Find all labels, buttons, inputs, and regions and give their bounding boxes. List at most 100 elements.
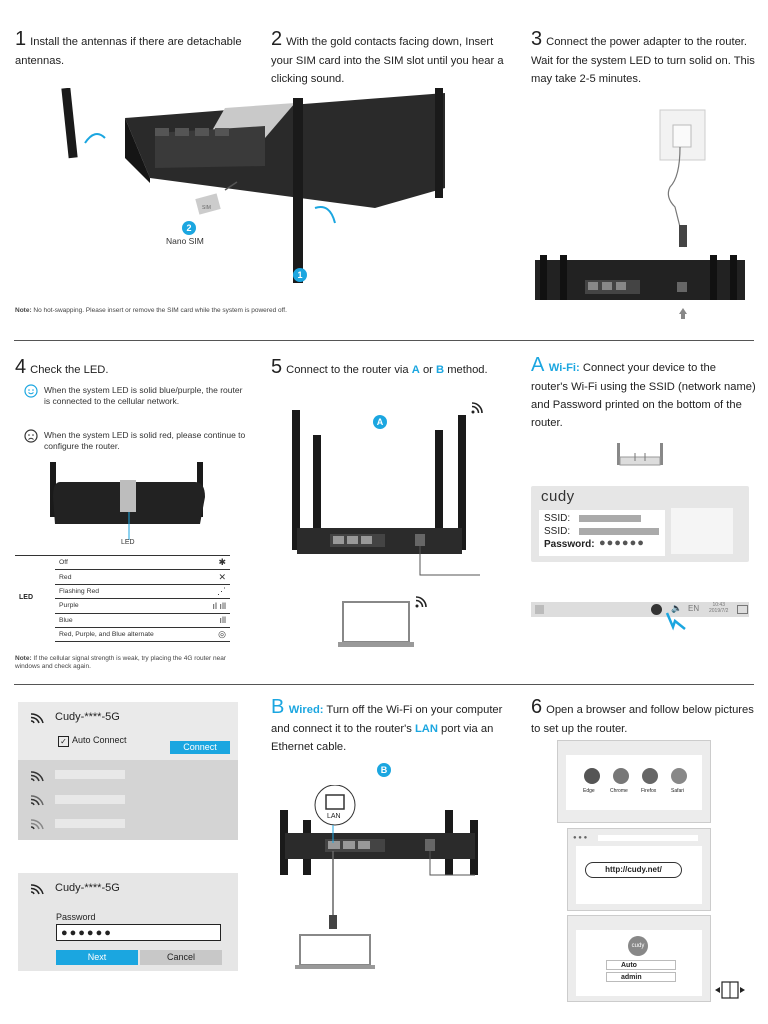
wifi-item-placeholder-1[interactable] [55, 770, 125, 779]
language-indicator[interactable]: EN [688, 604, 700, 613]
password-input[interactable]: ●●●●●● [56, 924, 221, 941]
wifi-ssid: Cudy-****-5G [55, 711, 120, 723]
sad-face-icon [24, 429, 38, 448]
wifi-signal-icon [471, 402, 483, 414]
step3-number: 3 [531, 28, 543, 50]
router-sim-illustration: SIM [61, 88, 445, 283]
wifi-strength-icon-4 [30, 819, 44, 830]
browser-address-window: ● ● ● http://cudy.net/ [567, 828, 711, 911]
no-signal-icon: ✱ [199, 556, 230, 571]
led-table-label: LED [19, 594, 33, 601]
router-bottom-icon [617, 443, 663, 466]
step5-or: or [419, 364, 437, 376]
cancel-button[interactable]: Cancel [140, 950, 222, 965]
notifications-icon[interactable] [737, 605, 748, 614]
wifi-item-placeholder-2[interactable] [55, 795, 125, 804]
ssid-label-1: SSID: [544, 513, 571, 524]
chrome-icon[interactable] [613, 768, 629, 784]
led-state-label: Purple [55, 598, 200, 614]
next-button[interactable]: Next [56, 950, 138, 965]
step3-desc: Connect the power adapter to the router.… [531, 36, 755, 85]
method-b-text: B Wired: Turn off the Wi-Fi on your comp… [271, 696, 511, 755]
turn-page-icon[interactable] [712, 979, 748, 1001]
step1-number: 1 [15, 28, 27, 50]
windows-start-icon[interactable] [535, 605, 544, 614]
taskbar-time: 10:43 [712, 602, 725, 608]
divider-2 [14, 684, 754, 685]
method-a-title: Wi-Fi: [548, 362, 580, 374]
wifi-strength-icon-2 [30, 771, 44, 782]
auto-connect-label: Auto Connect [72, 735, 127, 745]
router-login-window: cudy Auto admin [567, 915, 711, 1002]
step6-desc: Open a browser and follow below pictures… [531, 704, 754, 735]
wifi-item-placeholder-3[interactable] [55, 819, 125, 828]
password-dots: ●●●●●● [599, 537, 645, 549]
cursor-arrow-icon [665, 612, 686, 631]
url-callout[interactable]: http://cudy.net/ [585, 862, 682, 878]
window-controls-icon: ● ● ● [573, 835, 588, 841]
taskbar-clock: 10:43 2019/7/2 [709, 602, 728, 614]
method-b-pre: Turn off the Wi-Fi on your computer and … [271, 704, 503, 735]
method-b-title: Wired: [288, 704, 324, 716]
step5-number: 5 [271, 356, 283, 378]
method-b-letter: B [271, 696, 285, 718]
browser-label-safari: Safari [671, 788, 685, 794]
browser-selection-window: Edge Chrome Firefox Safari [557, 740, 711, 823]
auto-connect-checkbox[interactable]: ✓ [58, 736, 69, 747]
led-caption: LED [121, 539, 135, 546]
ssid-label-2: SSID: [544, 526, 571, 537]
led-happy-text: When the system LED is solid blue/purple… [44, 385, 243, 406]
login-page: cudy Auto admin [576, 930, 702, 996]
laptop-wifi-illustration [338, 601, 414, 647]
step5-a: A [411, 364, 420, 376]
step5-b: B [436, 364, 445, 376]
login-cudy-logo: cudy [628, 936, 648, 956]
label-qr-area [671, 508, 733, 554]
led-state-label: Blue [55, 613, 200, 628]
led-state-label: Red, Purple, and Blue alternate [55, 627, 200, 643]
firefox-icon[interactable] [642, 768, 658, 784]
step2-desc: With the gold contacts facing down, Inse… [271, 36, 504, 85]
edge-icon[interactable] [584, 768, 600, 784]
login-language-select[interactable]: Auto [606, 960, 676, 970]
network-globe-icon[interactable] [651, 604, 662, 615]
divider-1 [14, 340, 754, 341]
connect-button[interactable]: Connect [170, 741, 230, 754]
note-hot-swap: Note: No hot-swapping. Please insert or … [15, 307, 515, 315]
step5-pre: Connect to the router via [286, 364, 412, 376]
nano-sim-label: Nano SIM [166, 236, 204, 246]
ssid-value-1 [579, 515, 641, 522]
volume-icon[interactable]: 🔈 [671, 603, 683, 613]
led-table-row: Red✕ [55, 569, 230, 585]
led-state-label: Red [55, 569, 200, 585]
windows-taskbar: 🔈 EN 10:43 2019/7/2 [531, 602, 749, 617]
step6-number: 6 [531, 696, 543, 718]
password-label: Password: [544, 539, 595, 550]
wifi-password-panel: Cudy-****-5G Password ●●●●●● Next Cancel [18, 873, 238, 971]
method-b-badge: B [377, 763, 391, 777]
wifi-network-list-selected[interactable]: Cudy-****-5G ✓ Auto Connect Connect [18, 702, 238, 760]
note-text: No hot-swapping. Please insert or remove… [31, 307, 287, 314]
label-credentials: SSID: SSID: Password: ●●●●●● [539, 510, 665, 556]
sim-step-badge: 2 [182, 221, 196, 235]
sim-card-text: SIM [202, 205, 211, 211]
ssid-value-2 [579, 528, 659, 535]
router-back-illustration-a [292, 410, 480, 576]
method-a-letter: A [531, 354, 545, 376]
login-username-input[interactable]: admin [606, 972, 676, 982]
password-field-label: Password [56, 912, 96, 922]
browser-label-edge: Edge [583, 788, 595, 794]
safari-icon[interactable] [671, 768, 687, 784]
method-b-post: port via an Ethernet cable. [271, 723, 494, 753]
address-bar[interactable] [598, 835, 698, 841]
step2-number: 2 [271, 28, 283, 50]
browser-label-chrome: Chrome [610, 788, 628, 794]
login-wifi-ssid: Cudy-****-5G [55, 882, 120, 894]
step1-desc: Install the antennas if there are detach… [15, 36, 242, 67]
led-state-label: Off [55, 556, 200, 571]
wifi-network-list-others [18, 760, 238, 840]
